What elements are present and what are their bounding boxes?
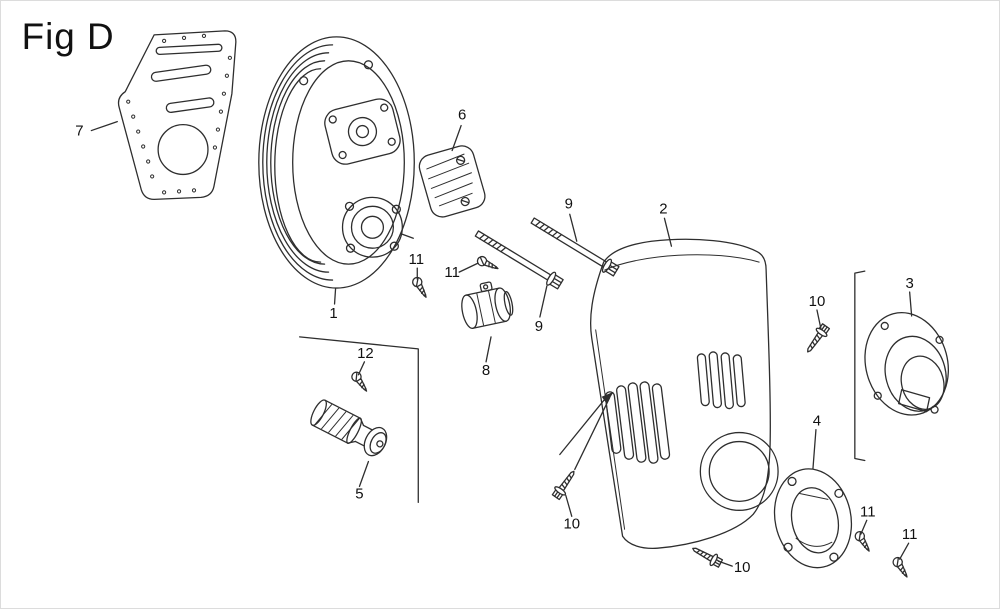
callout-part-7: 7 xyxy=(75,123,83,140)
part-5-deflector xyxy=(310,399,388,457)
part-1-muffler-body xyxy=(258,36,415,289)
callouts: 7 1 6 9 9 11 11 8 2 3 10 12 5 10 4 10 11… xyxy=(75,107,917,577)
part-5-group-bracket xyxy=(299,336,419,503)
callout-part-6: 6 xyxy=(458,107,466,124)
part-12-screw xyxy=(349,369,371,395)
part-11-screw-a xyxy=(410,275,431,301)
callout-part-9a: 9 xyxy=(565,195,573,212)
callout-part-8: 8 xyxy=(482,362,490,379)
part-3-group-bracket xyxy=(854,270,866,462)
cover-louvers-right xyxy=(696,351,746,410)
callout-part-5: 5 xyxy=(355,485,363,502)
part-2-protector-cover xyxy=(589,238,779,549)
part-10-screw-a xyxy=(801,321,832,357)
part-4-flange-plate xyxy=(773,468,853,569)
callout-part-9b: 9 xyxy=(535,318,543,335)
part-6-port-plate xyxy=(418,145,486,218)
callout-part-11b: 11 xyxy=(444,264,460,281)
assembly-direction-arrow xyxy=(559,391,614,471)
callout-part-4: 4 xyxy=(813,413,821,430)
part-10-screw-b xyxy=(550,467,580,502)
part-3-end-cap xyxy=(864,311,949,416)
callout-part-12: 12 xyxy=(357,345,374,362)
leader-lines xyxy=(90,120,913,567)
muffler-exhaust-port xyxy=(324,98,401,165)
figure-title: Fig D xyxy=(22,16,115,57)
callout-part-10a: 10 xyxy=(809,293,826,310)
callout-part-11a: 11 xyxy=(409,251,425,268)
callout-part-2: 2 xyxy=(659,200,667,217)
part-8-arrester xyxy=(461,281,514,330)
callout-part-3: 3 xyxy=(905,275,913,292)
part-10-screw-c xyxy=(689,542,725,570)
callout-part-11c: 11 xyxy=(860,503,876,520)
part-7-gasket xyxy=(117,30,237,200)
callout-part-10c: 10 xyxy=(734,559,751,576)
part-11-screw-d xyxy=(890,555,912,581)
callout-part-11d: 11 xyxy=(902,526,918,543)
callout-part-10b: 10 xyxy=(563,515,580,532)
part-11-screw-c xyxy=(852,529,874,555)
cover-louvers-left xyxy=(604,381,671,464)
part-11-screw-b xyxy=(475,254,501,274)
muffler-outlet xyxy=(341,196,414,258)
callout-part-1: 1 xyxy=(329,305,337,322)
part-9-bolt-a xyxy=(528,213,621,279)
gasket-rivet-holes xyxy=(126,33,232,195)
